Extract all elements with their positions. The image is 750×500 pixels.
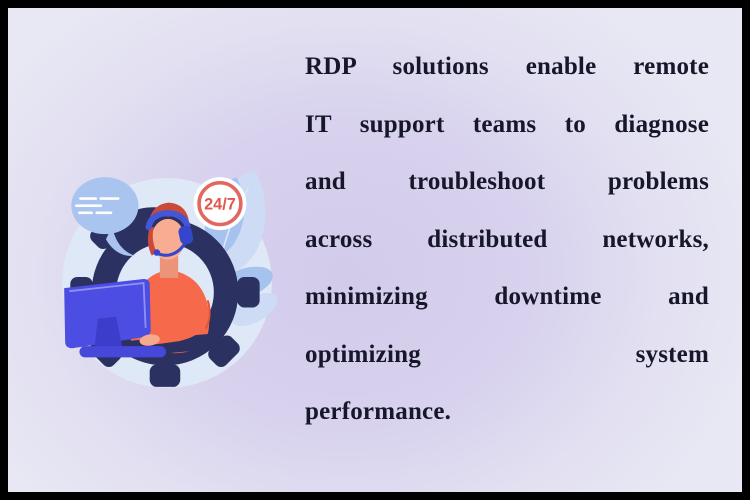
body-text-line: IT support teams to diagnose — [305, 110, 709, 138]
agent-arm — [139, 308, 209, 346]
body-text-line: RDP solutions enable remote — [305, 53, 709, 80]
agent-hand — [139, 334, 160, 346]
banner-background: 24/7 RDP solutions enable remote IT supp… — [8, 8, 742, 492]
monitor-base — [79, 346, 166, 358]
body-text-line: optimizing system — [305, 340, 709, 368]
monitor-icon — [64, 278, 166, 358]
body-text-line: across distributed networks, — [305, 225, 709, 253]
speech-bubble-icon — [71, 177, 139, 256]
support-agent-illustration: 24/7 — [62, 170, 278, 388]
monitor-stand — [93, 316, 124, 356]
agent-head — [151, 218, 185, 260]
body-text-line: performance. — [305, 398, 452, 425]
body-text-line: minimizing downtime and — [305, 283, 709, 310]
body-text: RDP solutions enable remote IT support t… — [305, 38, 709, 441]
badge-label: 24/7 — [204, 196, 236, 214]
badge-24-7: 24/7 — [193, 177, 247, 231]
agent-hair — [148, 202, 190, 236]
agent-neck — [159, 253, 179, 278]
headset-mic-icon — [156, 242, 186, 257]
headset-earcup-icon — [178, 225, 194, 245]
body-text-line: and troubleshoot problems — [305, 168, 709, 195]
headset-band-icon — [145, 210, 191, 231]
